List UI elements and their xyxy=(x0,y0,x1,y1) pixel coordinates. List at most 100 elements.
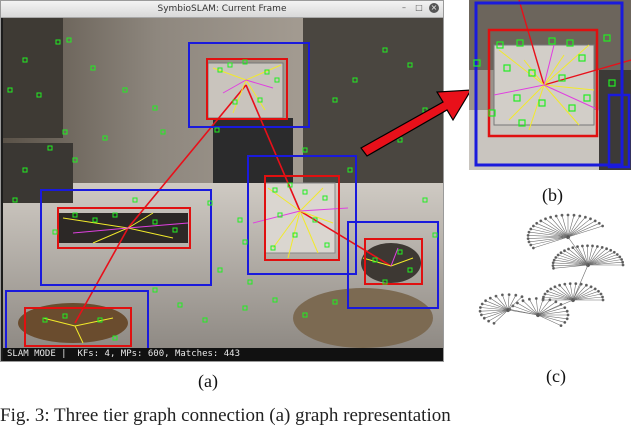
graph-edge xyxy=(537,299,551,316)
graph-node xyxy=(600,246,604,249)
graph-edge xyxy=(558,254,589,266)
graph-edge xyxy=(550,217,569,238)
graph-node xyxy=(585,283,588,287)
figure-caption: Fig. 3: Three tier graph connection (a) … xyxy=(0,405,451,426)
graph-node xyxy=(559,251,563,255)
minimize-icon[interactable]: – xyxy=(402,3,406,12)
graph-edge xyxy=(567,217,586,238)
graph-node xyxy=(595,245,599,248)
graph-hub-edge xyxy=(537,299,574,316)
graph-edge xyxy=(552,264,589,266)
graph-edge xyxy=(567,215,581,238)
graph-node xyxy=(492,321,496,325)
graph-edge xyxy=(587,261,623,266)
graph-node xyxy=(612,250,616,254)
graph-node xyxy=(532,246,535,250)
feature-markers xyxy=(7,37,438,341)
graph-node xyxy=(526,233,530,237)
arrow-shape xyxy=(360,89,473,157)
graph-edge xyxy=(537,307,565,316)
graph-node xyxy=(567,247,570,251)
graph-edge xyxy=(533,236,569,249)
graph-node xyxy=(601,298,605,302)
graph-edge xyxy=(572,283,577,301)
graph-edge xyxy=(484,309,509,319)
graph-node xyxy=(560,213,564,217)
graph-edge xyxy=(564,283,574,301)
graph-edge xyxy=(572,288,596,301)
graph-edge xyxy=(482,303,509,311)
maximize-icon[interactable]: □ xyxy=(415,3,423,12)
graph-node xyxy=(484,299,488,303)
graph-edge xyxy=(587,245,589,266)
graph-node xyxy=(581,244,584,248)
graph-node xyxy=(478,309,482,313)
graph-edge xyxy=(530,236,569,246)
graph-node xyxy=(546,289,549,293)
slam-window: SymbioSLAM: Current Frame – □ × xyxy=(0,0,444,362)
graph-edge xyxy=(567,218,591,238)
graph-node xyxy=(528,297,531,301)
graph-edge xyxy=(547,291,574,301)
microwave xyxy=(207,62,284,119)
graph-node xyxy=(488,296,492,300)
graph-edge xyxy=(554,259,589,266)
window-titlebar[interactable]: SymbioSLAM: Current Frame – □ × xyxy=(1,1,443,18)
graph-edge xyxy=(512,305,539,316)
window-controls: – □ × xyxy=(399,3,439,13)
graph-edge xyxy=(577,246,589,266)
graph-node xyxy=(589,217,592,221)
graph-node xyxy=(599,292,603,296)
graph-node xyxy=(593,219,597,223)
graph-node xyxy=(618,255,622,259)
graph-node xyxy=(532,224,535,228)
graph-node xyxy=(514,293,518,297)
graph-node xyxy=(566,313,570,317)
graph-edge xyxy=(572,296,603,301)
status-bar: SLAM MODE | KFs: 4, MPs: 600, Matches: 4… xyxy=(3,348,443,361)
graph-edge xyxy=(493,309,509,324)
graph-edge xyxy=(587,248,607,266)
graph-node xyxy=(566,213,570,217)
graph-node xyxy=(597,289,600,293)
graph-hub-edge xyxy=(567,236,589,266)
graph-node xyxy=(549,287,553,291)
graph-edge xyxy=(480,307,509,311)
graph-node xyxy=(551,264,555,268)
graph-edge xyxy=(567,215,575,238)
graph-node xyxy=(526,237,530,241)
graph-edge xyxy=(587,254,618,266)
graph-node xyxy=(621,263,625,267)
zoom-arrow xyxy=(360,89,473,157)
graph-edge xyxy=(587,246,598,266)
graph-edge xyxy=(536,223,569,238)
graph-node xyxy=(563,249,566,253)
graph-node xyxy=(529,243,533,247)
graph-edge xyxy=(537,301,557,316)
graph-node xyxy=(541,297,545,301)
graph-node xyxy=(479,313,483,317)
graph-edge xyxy=(543,296,574,301)
graph-node xyxy=(578,214,582,218)
graph-edge xyxy=(572,286,592,301)
graph-node xyxy=(478,306,482,309)
graph-node xyxy=(615,253,619,256)
graph-node xyxy=(511,304,515,308)
left-shelf xyxy=(3,18,63,138)
graph-node xyxy=(544,217,547,221)
graph-edge xyxy=(481,309,509,316)
graph-node xyxy=(572,213,576,217)
close-icon[interactable]: × xyxy=(429,3,439,13)
graph-node xyxy=(480,302,484,306)
camera-frame xyxy=(3,18,443,348)
graph-node xyxy=(568,282,572,286)
graph-edge xyxy=(480,309,509,312)
graph-edge xyxy=(561,215,569,238)
graph-node xyxy=(589,285,593,289)
feature-rays xyxy=(42,64,414,344)
caption-b: (b) xyxy=(542,185,563,205)
graph-edge xyxy=(533,225,569,238)
graph-node xyxy=(501,293,504,297)
graph-node xyxy=(601,295,604,299)
graph-node xyxy=(529,227,533,231)
